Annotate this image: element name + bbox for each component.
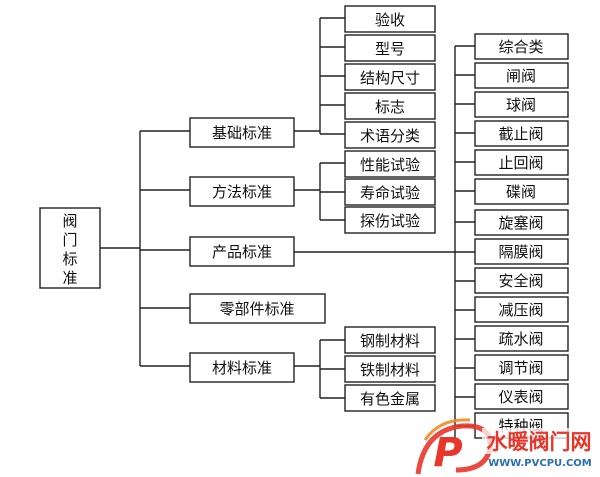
- product-item: 疏水阀: [474, 325, 569, 352]
- category-basic: 基础标准: [189, 117, 295, 148]
- material-item-label: 铁制材料: [360, 361, 420, 379]
- product-item: 隔膜阀: [474, 238, 569, 265]
- product-item: 止回阀: [474, 149, 569, 176]
- product-item-label: 旋塞阀: [498, 214, 543, 232]
- watermark-site-url: WWW.PVCPU.COM: [488, 458, 592, 469]
- product-item: 旋塞阀: [474, 209, 569, 236]
- root-label-char: 阀: [62, 212, 77, 230]
- category-method: 方法标准: [189, 176, 295, 207]
- product-branch-connectors: [294, 45, 475, 440]
- category-material-label: 材料标准: [212, 359, 272, 377]
- method-item: 寿命试验: [344, 178, 436, 206]
- product-item-label: 碟阀: [506, 183, 536, 201]
- basic-item-label: 型号: [375, 40, 405, 58]
- category-product-label: 产品标准: [212, 243, 272, 261]
- category-material: 材料标准: [189, 352, 295, 383]
- basic-item-label: 标志: [375, 98, 405, 116]
- product-item: 闸阀: [474, 62, 569, 89]
- basic-item: 验收: [344, 5, 436, 33]
- product-item: 仪表阀: [474, 383, 569, 410]
- product-item-label: 截止阀: [498, 125, 543, 143]
- root-connectors: [100, 130, 190, 367]
- product-item: 综合类: [474, 33, 569, 60]
- product-item-label: 综合类: [498, 38, 543, 56]
- root-label-char: 标: [62, 250, 77, 268]
- material-item-label: 钢制材料: [360, 332, 420, 350]
- category-parts-label: 零部件标准: [219, 300, 294, 318]
- category-parts: 零部件标准: [189, 293, 326, 324]
- product-item-label: 球阀: [506, 96, 536, 114]
- product-item: 球阀: [474, 91, 569, 118]
- method-item-label: 性能试验: [360, 156, 420, 174]
- material-item: 铁制材料: [344, 355, 436, 383]
- basic-item: 结构尺寸: [344, 63, 436, 91]
- watermark-logo-letter: P: [433, 430, 462, 476]
- product-item-label: 疏水阀: [498, 330, 543, 348]
- product-item-label: 减压阀: [498, 301, 543, 319]
- product-item: 截止阀: [474, 120, 569, 147]
- product-item: 调节阀: [474, 354, 569, 381]
- watermark-logo-icon: P: [415, 418, 493, 476]
- category-product: 产品标准: [189, 236, 295, 267]
- material-branch-connectors: [294, 339, 345, 399]
- product-item-label: 隔膜阀: [498, 243, 543, 261]
- material-item: 钢制材料: [344, 326, 436, 354]
- method-branch-connectors: [294, 162, 345, 221]
- basic-item: 标志: [344, 92, 436, 120]
- basic-item: 术语分类: [344, 121, 436, 149]
- basic-item-label: 结构尺寸: [360, 69, 420, 87]
- method-item-label: 寿命试验: [360, 184, 420, 202]
- basic-item-label: 验收: [375, 11, 405, 29]
- product-item: 减压阀: [474, 296, 569, 323]
- basic-item: 型号: [344, 34, 436, 62]
- material-item-label: 有色金属: [360, 390, 420, 408]
- watermark: P 水暖阀门网 WWW.PVCPU.COM: [415, 418, 596, 476]
- category-basic-label: 基础标准: [212, 124, 272, 142]
- product-item-label: 调节阀: [498, 359, 543, 377]
- product-item: 碟阀: [474, 178, 569, 205]
- product-item-label: 止回阀: [498, 154, 543, 172]
- method-item: 性能试验: [344, 150, 436, 178]
- method-item: 探伤试验: [344, 206, 436, 234]
- basic-branch-connectors: [294, 17, 345, 135]
- root-node: 阀 门 标 准: [39, 207, 101, 289]
- product-item: 安全阀: [474, 267, 569, 294]
- product-item-label: 安全阀: [498, 272, 543, 290]
- basic-item-label: 术语分类: [360, 127, 420, 145]
- product-item-label: 仪表阀: [498, 388, 543, 406]
- material-item: 有色金属: [344, 384, 436, 412]
- category-method-label: 方法标准: [212, 183, 272, 201]
- root-label-char: 准: [62, 269, 77, 287]
- watermark-site-name: 水暖阀门网: [487, 430, 592, 454]
- product-item-label: 闸阀: [506, 67, 536, 85]
- method-item-label: 探伤试验: [360, 212, 420, 230]
- root-label-char: 门: [62, 231, 77, 249]
